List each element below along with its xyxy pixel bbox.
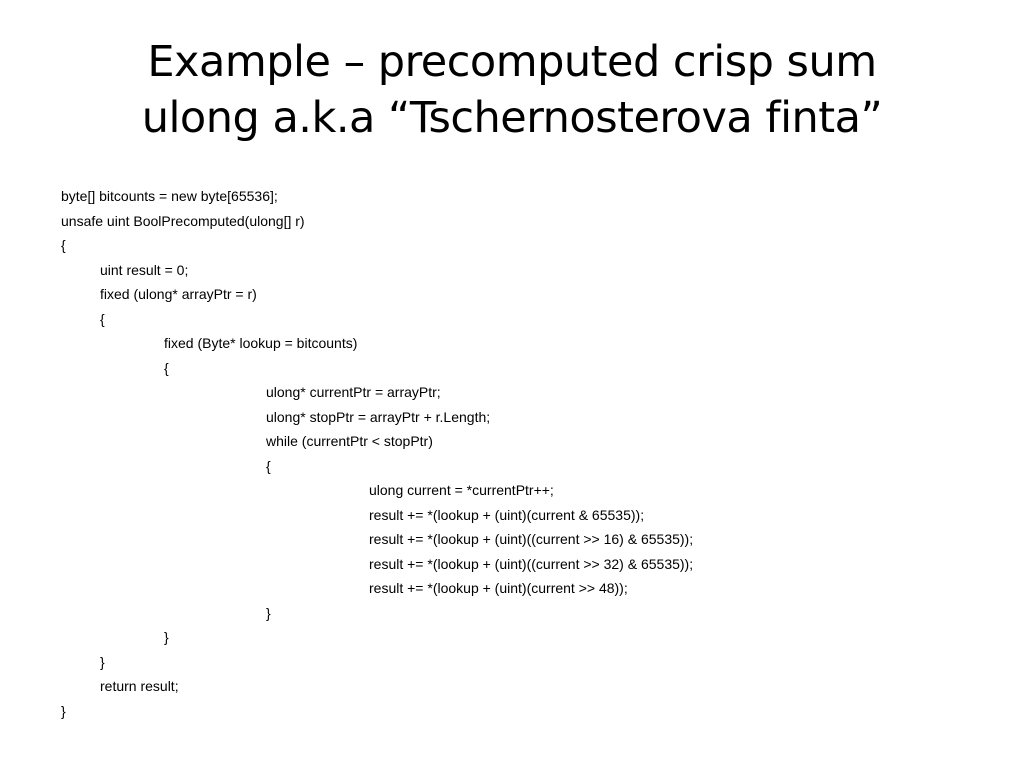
code-line: unsafe uint BoolPrecomputed(ulong[] r) — [61, 212, 305, 229]
code-line: fixed (ulong* arrayPtr = r) — [100, 286, 257, 302]
code-line: } — [164, 629, 169, 645]
code-line: ulong* stopPtr = arrayPtr + r.Length; — [266, 408, 491, 425]
code-line: result += *(lookup + (uint)((current >> … — [369, 555, 694, 572]
code-line: uint result = 0; — [100, 261, 189, 278]
code-block: byte[] bitcounts = new byte[65536]; unsa… — [61, 184, 991, 723]
code-line: { — [61, 237, 66, 253]
code-line: result += *(lookup + (uint)(current & 65… — [369, 506, 645, 523]
code-line: result += *(lookup + (uint)((current >> … — [369, 531, 694, 547]
code-line: } — [61, 702, 66, 719]
title-line-2: ulong a.k.a “Tschernosterova finta” — [141, 93, 883, 143]
code-line: { — [266, 457, 271, 474]
code-line: result += *(lookup + (uint)(current >> 4… — [369, 580, 628, 596]
title-line-1: Example – precomputed crisp sum — [147, 37, 877, 87]
code-line: return result; — [100, 678, 179, 694]
code-line: { — [100, 310, 105, 327]
code-line: ulong current = *currentPtr++; — [369, 482, 554, 498]
code-line: } — [266, 604, 271, 621]
code-line: byte[] bitcounts = new byte[65536]; — [61, 188, 278, 204]
code-line: ulong* currentPtr = arrayPtr; — [266, 384, 441, 400]
code-line: { — [164, 359, 169, 376]
slide-title: Example – precomputed crisp sum ulong a.… — [40, 34, 984, 146]
code-line: fixed (Byte* lookup = bitcounts) — [164, 335, 358, 351]
code-line: while (currentPtr < stopPtr) — [266, 433, 433, 449]
code-line: } — [100, 653, 105, 670]
